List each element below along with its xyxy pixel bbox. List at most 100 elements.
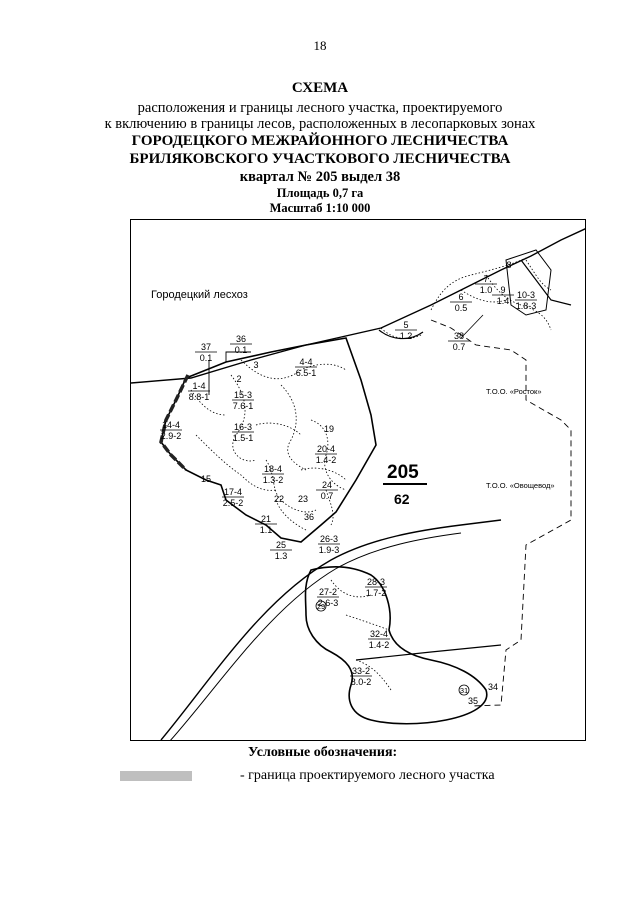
plot-label-top: 28-3 [367,577,385,587]
quarter-number: 205 [387,462,419,483]
plot-label-top: 15-3 [234,390,252,400]
road-diagonal-2 [170,532,462,740]
plot-label-top: 26-3 [320,534,338,544]
plot-label-top: 14-4 [162,420,180,430]
title-area: Площадь 0,7 га [276,186,364,200]
plot-label-top: 37 [201,342,211,352]
title-forestry: ГОРОДЕЦКОГО МЕЖРАЙОННОГО ЛЕСНИЧЕСТВА [131,133,509,149]
plot-number: 15 [201,474,211,484]
plot-29-marker [315,600,327,612]
plot-label: 28-31.7-2 [365,577,387,598]
plot-label-bottom: 1.9-3 [319,545,340,555]
plot-label: 211.1 [255,514,277,535]
plot-label: 240.7 [316,480,338,501]
plot-number: 23 [298,494,308,504]
plot-number: 29 [317,602,325,611]
plot-label: 14-42.9-2 [160,420,182,441]
plot-label: 33-28.0-2 [350,666,372,687]
plot-label-bottom: 1.8-3 [516,301,537,311]
road-top [131,228,585,384]
plot-38-leader [460,314,484,339]
plot-number: 2 [236,374,241,384]
plot-label-top: 20-4 [317,444,335,454]
plot-label: 17-42.5-2 [222,487,244,508]
plot-number: 31 [460,686,468,695]
plot-label: 51.2 [395,320,417,341]
plot-label: 20-41.4-2 [315,444,337,465]
plot-label-top: 16-3 [234,422,252,432]
plot-label-bottom: 1.7-2 [366,588,387,598]
plot-label-top: 38 [454,331,464,341]
plot-label-bottom: 7.6-1 [233,401,254,411]
forest-map: Городецкий лесхоз Т.О.О. «Росток» Т.О.О.… [130,219,586,741]
plot-label-bottom: 8.0-2 [351,677,372,687]
plot-label: 26-31.9-3 [318,534,340,555]
plot-label-bottom: 1.2 [400,331,413,341]
title-line-3: к включению в границы лесов, расположенн… [104,116,536,132]
plot-number: 35 [468,696,478,706]
plot-label: 380.7 [448,331,470,352]
title-quarter: квартал № 205 выдел 38 [239,169,401,185]
plot-label-top: 21 [261,514,271,524]
plot-label-top: 5 [403,320,408,330]
plot-label-bottom: 0.7 [453,342,466,352]
plot-label-top: 4-4 [299,357,312,367]
plot-label-bottom: 1.5-1 [233,433,254,443]
road-lower [355,644,502,661]
road-diagonal [160,519,502,740]
forest-contour [160,337,377,543]
plot-label-bottom: 2.5-2 [223,498,244,508]
region-label: Городецкий лесхоз [151,289,248,301]
plot-labels: 370.1360.11-48.8-14-46.5-115-37.6-116-31… [160,274,537,687]
plot-label-bottom: 1.4-2 [316,455,337,465]
plot-label-top: 17-4 [224,487,242,497]
plot-label-top: 10-3 [517,290,535,300]
page-number: 18 [313,38,327,53]
plot-label: 16-31.5-1 [232,422,254,443]
plot-number: 22 [274,494,284,504]
plot-label: 370.1 [195,342,217,363]
plot-label: 15-37.6-1 [232,390,254,411]
legend-item: - граница проектируемого лесного участка [240,768,495,783]
plot-label: 60.5 [450,292,472,313]
title-scheme: СХЕМА [291,80,349,96]
plot-label-top: 27-2 [319,587,337,597]
plot-label: 10-31.8-3 [515,290,537,311]
plot-label: 18-41.3-2 [262,464,284,485]
legend-swatch [120,770,192,782]
plot-label-bottom: 0.1 [235,345,248,355]
quarter-boundary [430,319,572,707]
plot-number: 34 [488,682,498,692]
plot-number: 3 [253,360,258,370]
road-top-right [520,259,572,306]
plot-label: 71.0 [475,274,497,295]
title-scale: Масштаб 1:10 000 [269,201,371,215]
plot-36-box [225,351,251,362]
small-plot-top [378,329,424,340]
plot-label: 1-48.8-1 [188,381,210,402]
title-line-2: расположения и границы лесного участка, … [137,100,503,116]
plot-label-bottom: 6.5-1 [296,368,317,378]
legend-title: Условные обозначения: [248,745,398,760]
quarter-sub: 62 [394,491,410,507]
lower-forest [304,565,488,725]
org-ovoshchevod-label: Т.О.О. «Овощевод» [486,481,555,490]
plot-number: 8 [506,260,511,270]
plot-label-top: 6 [458,292,463,302]
plot-label: 27-22.6-3 [317,587,339,608]
proposed-boundary [159,374,190,472]
plot-label-bottom: 0.1 [200,353,213,363]
plot-label-top: 18-4 [264,464,282,474]
plot-label: 360.1 [230,334,252,355]
org-rostok-label: Т.О.О. «Росток» [486,387,542,396]
plot-label: 251.3 [270,540,292,561]
title-district: БРИЛЯКОВСКОГО УЧАСТКОВОГО ЛЕСНИЧЕСТВА [129,151,511,167]
plot-label: 91.4 [492,285,514,306]
plot-number: 36 [304,512,314,522]
plot-label-top: 24 [322,480,332,490]
plot-label-top: 1-4 [192,381,205,391]
plot-label-bottom: 1.0 [480,285,493,295]
plot-label-top: 9 [500,285,505,295]
plot-label-bottom: 2.9-2 [161,431,182,441]
